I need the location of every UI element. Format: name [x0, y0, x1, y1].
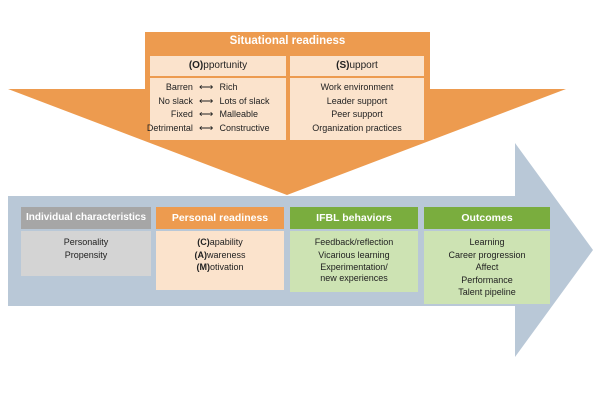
opportunity-pair: Barren⟷Rich [165, 82, 238, 93]
ifbl-behaviors-box: IFBL behaviors Feedback/reflection Vicar… [290, 207, 418, 292]
personal-readiness-title: Personal readiness [156, 207, 284, 229]
opportunity-header: (O)pportunity [150, 56, 286, 76]
individual-characteristics-box: Individual characteristics Personality P… [21, 207, 151, 276]
individual-characteristics-title: Individual characteristics [21, 207, 151, 229]
situational-down-arrow [8, 32, 566, 195]
support-header: (S)upport [290, 56, 424, 76]
support-list: Work environment Leader support Peer sup… [290, 78, 424, 140]
outcome-item: Affect [475, 262, 499, 272]
outcomes-title: Outcomes [424, 207, 550, 229]
outcome-item: Talent pipeline [458, 287, 516, 297]
ifbl-item: Feedback/reflection [314, 237, 394, 247]
ifbl-item: Vicarious learning [318, 249, 390, 260]
outcome-item: Performance [461, 274, 513, 285]
ifbl-behaviors-title: IFBL behaviors [290, 207, 418, 229]
individual-item: Personality [63, 237, 109, 247]
personal-item: (A)wareness [194, 249, 246, 260]
outcome-item: Career progression [448, 249, 526, 260]
support-item: Peer support [331, 109, 383, 119]
outcomes-list: Learning Career progression Affect Perfo… [424, 231, 550, 304]
personal-item: (M)otivation [196, 262, 244, 272]
ifbl-behaviors-list: Feedback/reflection Vicarious learning E… [290, 231, 418, 292]
opportunity-pair: No slack⟷Lots of slack [158, 95, 270, 107]
support-item: Work environment [320, 82, 394, 92]
opportunity-pair: Detrimental⟷Constructive [146, 122, 270, 134]
individual-item: Propensity [64, 249, 108, 260]
individual-characteristics-list: Personality Propensity [21, 231, 151, 276]
opportunity-list: Barren⟷Rich No slack⟷Lots of slack Fixed… [147, 78, 286, 140]
opportunity-pair: Fixed⟷Malleable [170, 109, 259, 120]
ifbl-item: new experiences [320, 272, 388, 283]
outcomes-box: Outcomes Learning Career progression Aff… [424, 207, 550, 304]
support-item: Organization practices [312, 122, 402, 133]
personal-readiness-list: (C)apability (A)wareness (M)otivation [156, 231, 284, 290]
outcome-item: Learning [469, 237, 505, 247]
personal-readiness-box: Personal readiness (C)apability (A)waren… [156, 207, 284, 290]
support-item: Leader support [326, 95, 388, 106]
personal-item: (C)apability [197, 237, 243, 247]
ifbl-item: Experimentation/ [320, 262, 388, 272]
situational-readiness-title: Situational readiness [229, 35, 346, 47]
